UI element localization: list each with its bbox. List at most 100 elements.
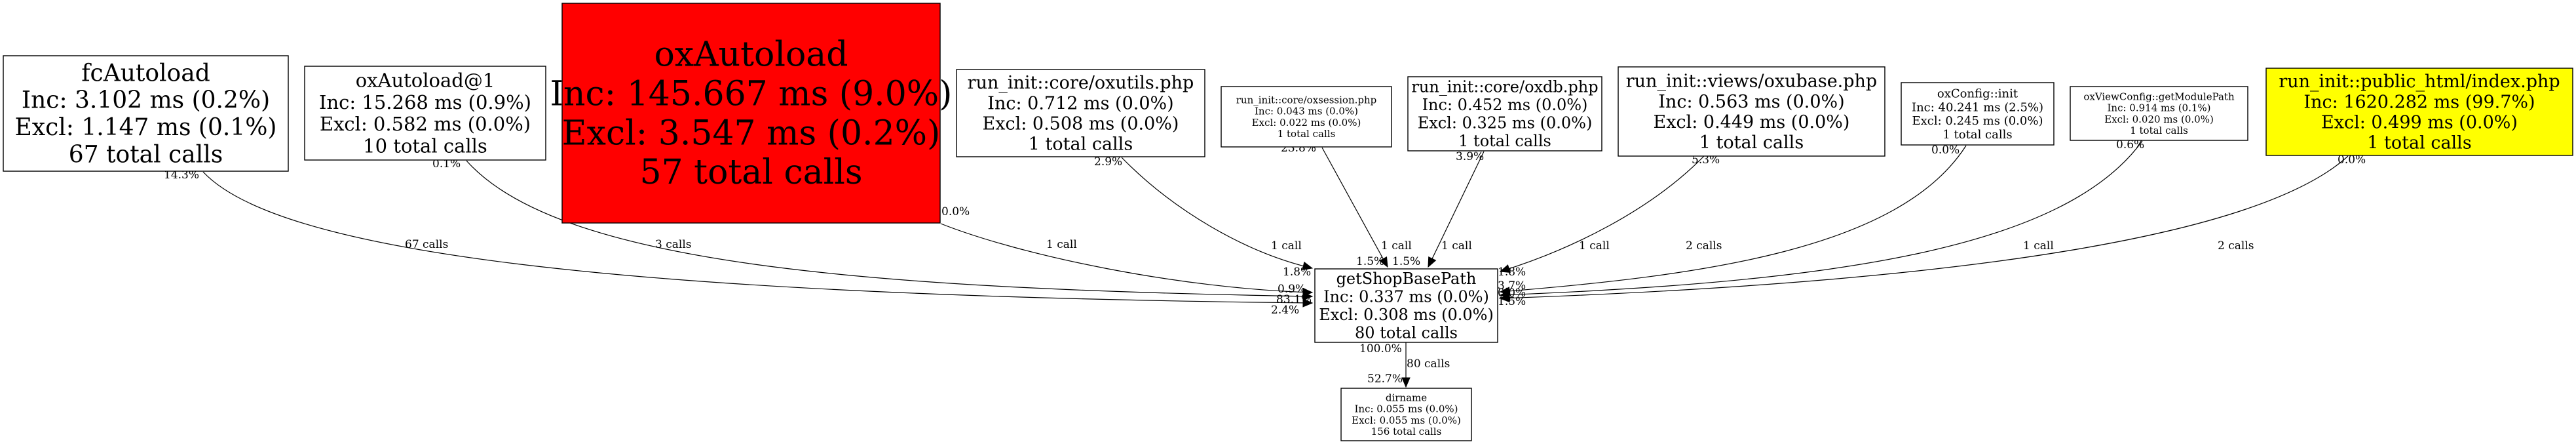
edge-head-percent: 1.5% bbox=[1498, 295, 1526, 308]
total-calls: 57 total calls bbox=[639, 153, 862, 192]
arrowhead-icon bbox=[1401, 377, 1411, 388]
edge-line[interactable] bbox=[202, 171, 1313, 304]
node-box[interactable] bbox=[2070, 86, 2248, 141]
call-edge[interactable]: 1 call 0.6% 0.0% bbox=[1498, 138, 2144, 300]
function-name: getShopBasePath bbox=[1336, 270, 1477, 288]
edge-tail-percent: 0.1% bbox=[432, 157, 461, 171]
inclusive-time: Inc: 0.563 ms (0.0%) bbox=[1658, 92, 1844, 112]
edge-head-percent: 1.5% bbox=[1392, 255, 1420, 268]
edge-call-count: 1 call bbox=[1046, 238, 1077, 251]
edge-tail-percent: 0.6% bbox=[2116, 138, 2144, 151]
arrowhead-icon bbox=[1302, 287, 1314, 297]
edge-line[interactable] bbox=[466, 160, 1313, 297]
edge-call-count: 3 calls bbox=[655, 238, 691, 251]
node-box[interactable] bbox=[561, 3, 941, 224]
arrowhead-icon bbox=[1379, 256, 1388, 268]
inclusive-time: Inc: 0.055 ms (0.0%) bbox=[1354, 403, 1458, 415]
exclusive-time: Excl: 0.308 ms (0.0%) bbox=[1319, 306, 1494, 324]
exclusive-time: Excl: 0.055 ms (0.0%) bbox=[1352, 414, 1461, 426]
node-box[interactable] bbox=[304, 66, 546, 161]
edge-line[interactable] bbox=[1500, 145, 1967, 293]
node-box[interactable] bbox=[2265, 68, 2573, 156]
call-edge[interactable]: 2 calls 0.0% 1.5% bbox=[1498, 153, 2366, 308]
inclusive-time: Inc: 15.268 ms (0.9%) bbox=[319, 91, 531, 113]
edge-head-percent: 1.8% bbox=[1283, 266, 1311, 279]
inclusive-time: Inc: 40.241 ms (2.5%) bbox=[1912, 100, 2043, 114]
edge-call-count: 80 calls bbox=[1407, 357, 1450, 371]
exclusive-time: Excl: 1.147 ms (0.1%) bbox=[15, 114, 277, 141]
inclusive-time: Inc: 0.914 ms (0.1%) bbox=[2107, 102, 2210, 114]
node-box[interactable] bbox=[956, 69, 1205, 157]
edge-line[interactable] bbox=[1428, 151, 1485, 268]
exclusive-time: Excl: 3.547 ms (0.2%) bbox=[562, 113, 941, 153]
edge-line[interactable] bbox=[1500, 155, 2349, 299]
node-box[interactable] bbox=[1314, 268, 1498, 343]
edge-head-percent: 52.7% bbox=[1367, 373, 1403, 386]
exclusive-time: Excl: 0.582 ms (0.0%) bbox=[320, 113, 531, 135]
call-edge[interactable]: 2 calls 0.0% 3.7% bbox=[1498, 144, 1967, 296]
edge-head-percent: 0.9% bbox=[1278, 283, 1306, 296]
function-name: run_init::core/oxsession.php bbox=[1236, 94, 1377, 106]
edge-head-percent: 1.5% bbox=[1356, 255, 1384, 268]
edge-tail-percent: 0.0% bbox=[1931, 144, 1960, 157]
edge-call-count: 1 call bbox=[1579, 239, 1610, 252]
total-calls: 10 total calls bbox=[363, 135, 487, 157]
edge-tail-percent: 14.3% bbox=[164, 169, 199, 182]
function-name: dirname bbox=[1386, 392, 1427, 403]
total-calls: 1 total calls bbox=[1029, 134, 1133, 154]
edge-call-count: 1 call bbox=[1271, 239, 1302, 252]
function-name: fcAutoload bbox=[81, 60, 210, 87]
edge-tail-percent: 5.3% bbox=[1692, 153, 1720, 167]
total-calls: 1 total calls bbox=[2367, 132, 2471, 153]
node-box[interactable] bbox=[1221, 86, 1392, 148]
function-name: oxAutoload bbox=[654, 35, 848, 75]
call-edge[interactable]: 1 call 3.9% 1.5% bbox=[1392, 150, 1485, 268]
total-calls: 1 total calls bbox=[2130, 125, 2188, 136]
edge-call-count: 67 calls bbox=[405, 238, 448, 251]
arrowhead-icon bbox=[1302, 298, 1314, 308]
node-box[interactable] bbox=[1407, 76, 1602, 151]
function-name: oxViewConfig::getModulePath bbox=[2083, 91, 2235, 102]
function-name: run_init::core/oxdb.php bbox=[1411, 77, 1598, 96]
edge-call-count: 2 calls bbox=[2218, 239, 2254, 252]
exclusive-time: Excl: 0.499 ms (0.0%) bbox=[2321, 112, 2518, 132]
edge-tail-percent: 3.9% bbox=[1456, 150, 1484, 163]
edge-line[interactable] bbox=[1121, 157, 1313, 269]
node-box[interactable] bbox=[1618, 66, 1885, 157]
edge-line[interactable] bbox=[1321, 147, 1388, 268]
exclusive-time: Excl: 0.020 ms (0.0%) bbox=[2104, 113, 2214, 125]
arrowhead-icon bbox=[1499, 264, 1511, 273]
edge-call-count: 1 call bbox=[2023, 239, 2054, 252]
edge-line[interactable] bbox=[1500, 140, 2143, 296]
exclusive-time: Excl: 0.508 ms (0.0%) bbox=[983, 113, 1179, 134]
node-box[interactable] bbox=[3, 55, 289, 172]
edge-tail-percent: 100.0% bbox=[1359, 342, 1402, 355]
edge-line[interactable] bbox=[1500, 156, 1704, 272]
node-box[interactable] bbox=[1901, 82, 2055, 146]
edge-line[interactable] bbox=[940, 223, 1313, 293]
call-edge[interactable]: 80 calls 100.0% 52.7% bbox=[1359, 342, 1450, 388]
edge-call-count: 1 call bbox=[1441, 239, 1472, 252]
function-name: oxConfig::init bbox=[1937, 87, 2018, 101]
edge-head-percent: 3.7% bbox=[1498, 279, 1526, 293]
edge-tail-percent: 0.0% bbox=[2338, 153, 2366, 167]
edge-call-count: 2 calls bbox=[1686, 239, 1722, 252]
inclusive-time: Inc: 0.712 ms (0.0%) bbox=[987, 93, 1173, 113]
node-box[interactable] bbox=[1340, 388, 1472, 441]
function-name: oxAutoload@1 bbox=[356, 69, 495, 91]
